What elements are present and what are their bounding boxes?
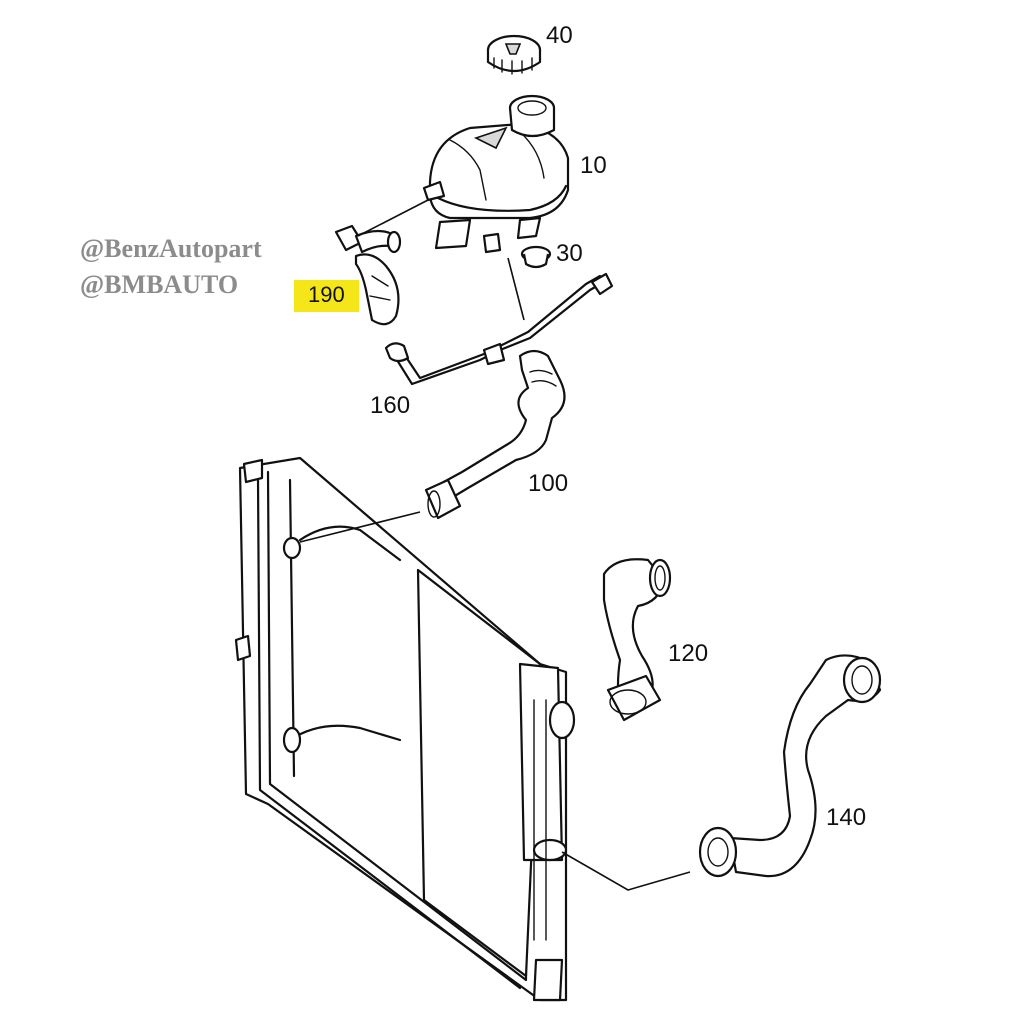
callout-120: 120 [668,640,709,667]
callout-190-highlighted: 190 [294,280,359,312]
callout-30: 30 [556,240,583,267]
callout-40: 40 [546,22,573,49]
expansion-tank-10-part [422,94,570,254]
hose-140-part [698,654,882,878]
hose-190-part [334,224,402,326]
watermark-2: @BMBAUTO [80,270,239,299]
callout-100: 100 [528,470,569,497]
line-160-part [384,272,614,386]
cap-40-part [486,34,542,75]
radiator-part [234,456,576,1002]
callout-160: 160 [370,392,411,419]
watermark-1: @BenzAutopart [80,234,262,263]
hose-120-part [602,558,672,722]
hose-100-part [424,349,566,520]
callout-10: 10 [580,152,607,179]
plug-30-part [520,245,552,269]
leader-lines [299,199,691,891]
callout-140: 140 [826,804,867,831]
